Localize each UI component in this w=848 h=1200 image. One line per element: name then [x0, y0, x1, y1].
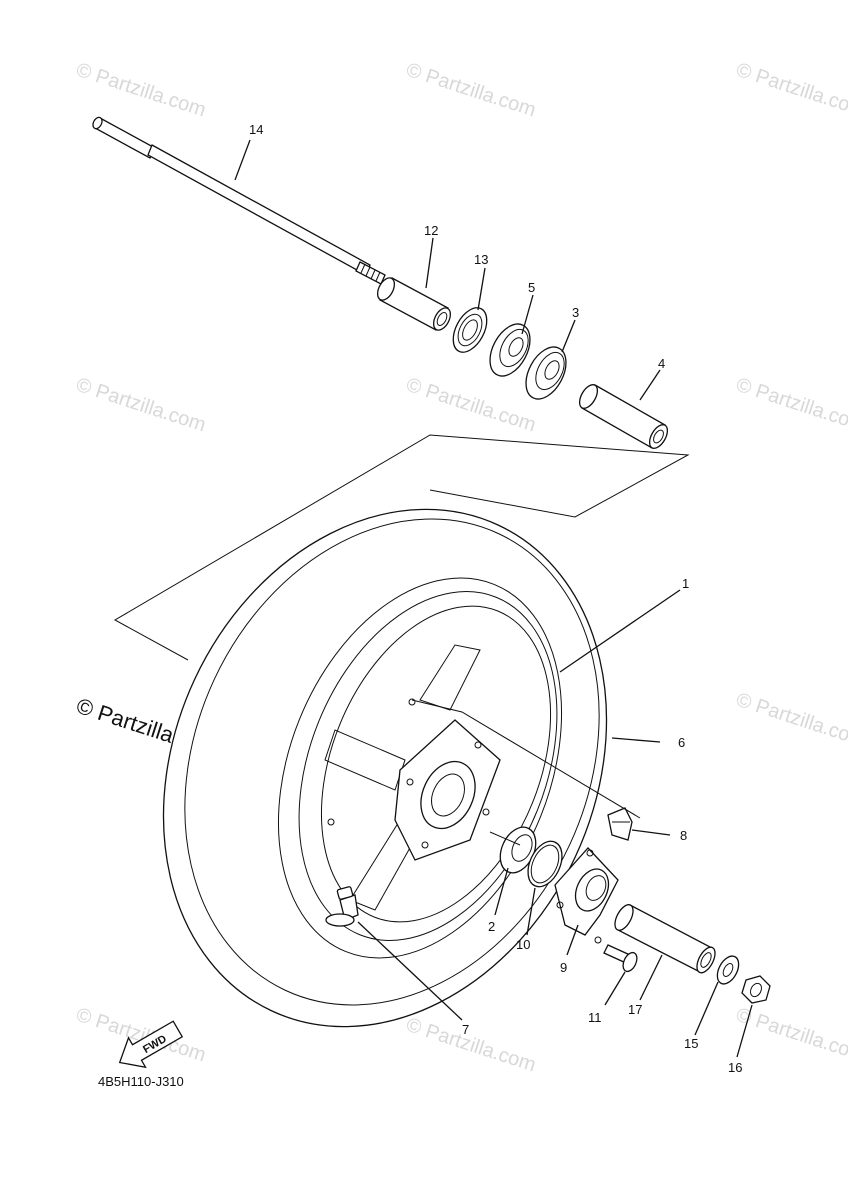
callout-14[interactable]: 14	[249, 122, 263, 137]
collar	[376, 277, 452, 331]
watermark: © Partzilla.com	[733, 374, 848, 437]
wheel-assembly	[162, 508, 608, 1028]
watermark: © Partzilla.com	[733, 689, 848, 752]
bolt	[603, 944, 638, 973]
assembly-bracket	[113, 434, 690, 661]
callout-13[interactable]: 13	[474, 252, 488, 267]
bearing-5	[489, 323, 531, 377]
callout-7[interactable]: 7	[462, 1022, 469, 1037]
oil-seal	[452, 307, 488, 353]
callout-10[interactable]: 10	[516, 937, 530, 952]
callout-8[interactable]: 8	[680, 828, 687, 843]
watermark: © Partzilla.com	[733, 1004, 848, 1067]
callout-17[interactable]: 17	[628, 1002, 642, 1017]
callout-2[interactable]: 2	[488, 919, 495, 934]
callout-9[interactable]: 9	[560, 960, 567, 975]
o-ring	[527, 840, 563, 888]
callout-16[interactable]: 16	[728, 1060, 742, 1075]
valve	[325, 886, 359, 927]
callout-1[interactable]: 1	[682, 576, 689, 591]
balance-weight	[607, 807, 633, 841]
callout-4[interactable]: 4	[658, 356, 665, 371]
axle-collar	[614, 904, 716, 974]
callout-6[interactable]: 6	[678, 735, 685, 750]
nut	[741, 975, 771, 1004]
fwd-arrow: FWD	[118, 1020, 184, 1069]
watermark: © Partzilla.com	[73, 59, 208, 122]
callout-11[interactable]: 11	[588, 1010, 602, 1025]
watermark: © Partzilla.com	[73, 374, 208, 437]
callout-5[interactable]: 5	[528, 280, 535, 295]
leader-lines	[234, 139, 753, 1058]
callout-12[interactable]: 12	[424, 223, 438, 238]
diagram-code: 4B5H110-J310	[98, 1074, 184, 1089]
clutch-hub	[554, 847, 619, 944]
callouts: 1 2 3 4 5 6 7 8 9 10 11 12 13 14 15 16 1…	[249, 122, 742, 1075]
spacer	[578, 384, 669, 449]
watermark: © Partzilla.com	[403, 374, 538, 437]
front-axle	[92, 116, 386, 285]
watermark: © Partzilla.com	[403, 59, 538, 122]
callout-3[interactable]: 3	[572, 305, 579, 320]
bearing-3	[525, 346, 567, 400]
washer	[716, 955, 740, 985]
watermark: © Partzilla.com	[403, 1014, 538, 1077]
watermark: © Partzilla.com	[733, 59, 848, 122]
callout-15[interactable]: 15	[684, 1036, 698, 1051]
